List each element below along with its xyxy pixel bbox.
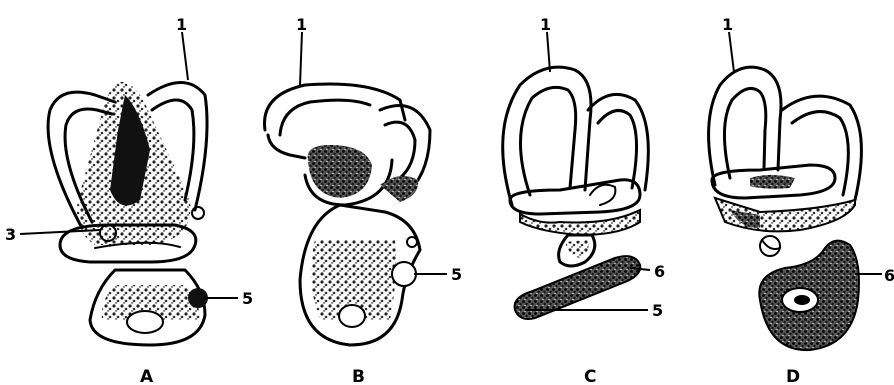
panel-d-label-6: 6 [884,266,894,285]
panel-c-canal-posterior [588,94,648,190]
panel-b-label-5: 5 [451,265,462,284]
panel-a: 1 3 5 A [5,15,253,385]
panel-a-leader-1 [182,32,188,80]
panel-c-canal-lateral [510,180,640,214]
panel-d-canal-posterior-inner [792,112,848,195]
panel-a-label-3: 3 [5,225,16,244]
panel-b-saccule-opening [339,305,365,327]
panel-b-canal-lower-edge [268,135,305,158]
panel-c-inner-coil [590,185,615,205]
panel-c: 1 6 5 C [503,15,665,385]
panel-d-lateral-shading [750,175,795,189]
panel-d-leader-1 [729,32,734,72]
panel-a-letter: A [140,367,154,385]
panel-d-canal-anterior-inner [724,88,765,178]
panel-d-cochlea-core [794,295,810,305]
panel-d-letter: D [786,367,800,385]
panel-c-letter: C [584,367,596,385]
panel-c-canal-posterior-inner [598,111,637,189]
panel-b-canal-superior-inner [280,100,370,135]
panel-b-label-1: 1 [296,15,307,34]
panel-c-leader-1 [547,32,550,72]
panel-a-label-1: 1 [176,15,187,34]
panel-d-canal-anterior [709,67,781,185]
panel-b-round-bulge [392,262,416,286]
panel-b-utricle-mass [308,145,372,198]
panel-a-small-bulge [192,207,204,219]
panel-d-saccule [760,236,780,256]
panel-d: 1 6 D [709,15,894,385]
panel-b-leader-1 [300,32,302,85]
panel-a-saccule-opening [127,311,163,333]
panel-c-label-1: 1 [540,15,551,34]
panel-c-canal-anterior-inner [520,87,575,195]
panel-b-letter: B [352,367,365,385]
panel-c-label-5: 5 [652,301,663,320]
panel-c-label-6: 6 [654,262,665,281]
panel-a-label-5: 5 [242,289,253,308]
panel-b: 1 5 B [265,15,463,385]
panel-d-label-1: 1 [722,15,733,34]
